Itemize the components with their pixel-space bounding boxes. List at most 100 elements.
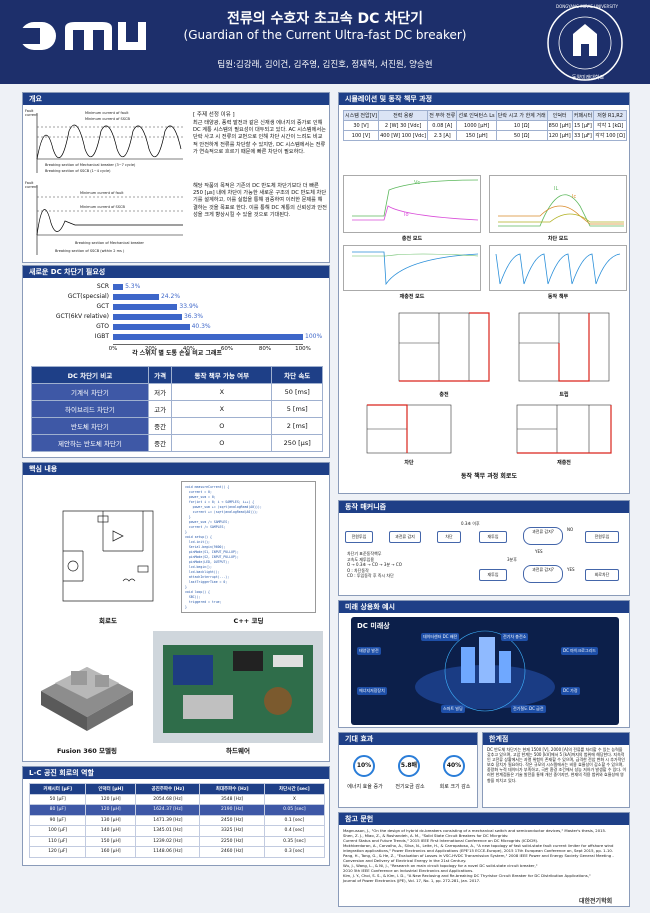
code-line: power_sum /= SAMPLES; xyxy=(185,520,230,524)
bar-xtick-label: 60% xyxy=(220,346,234,352)
lc-cell: 120 [μF] xyxy=(28,846,87,858)
sim-header: 단락 시고 가 한계 거래 xyxy=(495,110,548,121)
circuit-diagram xyxy=(43,481,173,613)
sim-cell: 120 [μH] xyxy=(546,130,573,141)
simulation-heading: 시뮬레이션 및 동작 책무 과정 xyxy=(339,93,629,105)
lc-row: 80 [μF]120 [μH]1624.37 [Hz]2190 [Hz]0.05… xyxy=(28,804,326,816)
sim-cell: 각각 100 [Ω] xyxy=(593,130,627,141)
lc-header: 차단시간 [sec] xyxy=(263,783,326,795)
lc-cell: 0.05 [sec] xyxy=(263,804,326,816)
compare-cell: 5 [ms] xyxy=(271,400,323,418)
graph1-label-min-fault: Minimum current of fault xyxy=(85,111,129,115)
lc-resonance-table: 커패시터 [μF]인덕터 [μH]공진주파수 [Hz]최대주파수 [Hz]차단시… xyxy=(28,783,326,858)
code-line: lcd.init(); xyxy=(185,540,210,544)
flow-legend-5: CO : 투입동작 후 즉시 차단 xyxy=(347,573,394,578)
limit-heading: 한계점 xyxy=(483,733,629,745)
bar-value-label: 33.9% xyxy=(179,303,199,310)
recharge-mode-graph xyxy=(343,245,481,291)
graph1-label-mech: Breaking section of Mechanical breaker (… xyxy=(45,163,136,167)
bar-category-label: SCR xyxy=(96,283,109,290)
sim-header: 전력 용량 xyxy=(378,110,429,121)
lc-header: 커패시터 [μF] xyxy=(28,783,87,795)
lc-row: 50 [μF]120 [μH]2054.68 [Hz]3548 [Hz]X xyxy=(28,793,326,805)
bar-category-label: GTO xyxy=(96,323,109,330)
future-item-label: 데이터센터 DC 배전 xyxy=(421,633,460,641)
flow-reclose-2: 재투입 xyxy=(479,569,507,581)
reference-line: Magnusson, J., "On the design of hybrid … xyxy=(343,828,607,833)
effect-circle-label: 전기요금 감소 xyxy=(395,784,425,790)
lc-cell: 1148.06 [Hz] xyxy=(135,846,201,858)
overview-heading: 개요 xyxy=(23,93,329,105)
subject-reason-label: [ 주제 선정 이유 ] xyxy=(193,112,235,118)
references-section: 참고 문헌 Magnusson, J., "On the design of h… xyxy=(338,812,630,907)
chart-caption: 각 스위치 별 도통 손실 비교 그래프 xyxy=(132,350,222,357)
reference-line: Kim, J. Y., Choi, S. S., & Kim, I. D., "… xyxy=(343,873,591,878)
compare-cell: 반도체 차단기 xyxy=(31,417,149,435)
flow-time-1: 0.3초 이후 xyxy=(461,521,480,526)
future-banner: DC 미래상 xyxy=(357,622,390,630)
sim-cell: 각각 1 [kΩ] xyxy=(593,120,627,131)
sim-cell: 30 [V] xyxy=(342,120,380,131)
team-members: 팀원:김강래, 김이건, 김주영, 김진호, 정재혁, 서진원, 양승현 xyxy=(217,60,433,70)
charge-mode-caption: 충전 모드 xyxy=(401,236,423,242)
society-name: 대한전기학회 xyxy=(579,898,613,905)
lc-cell: 160 [μH] xyxy=(85,846,137,858)
reference-line: Pang, H., Tang, G., & He, Z., "Evaluatio… xyxy=(343,853,614,858)
sim-header: 커패시터 xyxy=(571,110,595,121)
reference-line: 2010 5th IEEE Conference on Industrial E… xyxy=(343,868,474,873)
compare-cell: 250 [μs] xyxy=(271,434,323,452)
bar-xtick-label: 20% xyxy=(144,346,158,352)
future-heading: 미래 상용화 예시 xyxy=(339,601,629,613)
bar-xtick-label: 80% xyxy=(258,346,272,352)
lc-cell: 3548 [Hz] xyxy=(199,793,265,805)
fusion-caption: Fusion 360 모델링 xyxy=(57,747,117,755)
compare-cell: 중간 xyxy=(147,417,173,435)
sim-header: 시스템 전압[V] xyxy=(342,110,380,121)
sim-cell: 1000 [μH] xyxy=(456,120,497,131)
code-line: Serial.begin(9600); xyxy=(185,545,226,549)
reference-list: Magnusson, J., "On the design of hybrid … xyxy=(343,828,627,883)
bar-category-label: GCT(specsial) xyxy=(67,293,109,300)
bar-mark xyxy=(113,324,190,330)
bar-axis xyxy=(113,344,303,345)
code-line: attachInterrupt(...); xyxy=(185,575,230,579)
bar-category-label: IGBT xyxy=(94,333,109,340)
graph1-label-fault: Fault current xyxy=(25,109,38,117)
future-item-label: 전기차 충전소 xyxy=(501,633,529,641)
effect-circle-value: 10% xyxy=(353,755,375,777)
graph2-label-min-sscb: Minimum current of SSCB xyxy=(80,205,125,209)
break-mode-graph: IL Ic xyxy=(489,175,627,233)
lc-row: 110 [μF]150 [μH]1239.02 [Hz]2250 [Hz]0.3… xyxy=(28,835,326,847)
compare-header-speed: 차단 속도 xyxy=(271,366,323,384)
lc-cell: 50 [μF] xyxy=(28,793,87,805)
code-line: SBC(); xyxy=(185,595,201,599)
bar-mark xyxy=(113,334,303,340)
future-item-label: 스마트 빌딩 xyxy=(441,705,465,713)
effect-circle-label: 에너지 효율 증가 xyxy=(347,784,383,790)
overview-paragraph-1: 최근 태양광, 풍력 발전과 같은 신재생 에너지의 증가로 인해 DC 계통 … xyxy=(193,120,326,155)
fault-current-graph-2: Fault current Minimum current of fault M… xyxy=(25,181,185,261)
code-line: current = 0; xyxy=(185,490,212,494)
reference-line: Current Status and Future Trends," 2015 … xyxy=(343,838,539,843)
sim-header: 저항 R1,R2 xyxy=(593,110,627,121)
lc-cell: 0.3 [sec] xyxy=(263,846,326,858)
lc-cell: 130 [μH] xyxy=(85,814,137,826)
flow-yes-2: YES xyxy=(567,567,575,572)
limit-section: 한계점 DC 반도체 차단기는 현재 1500 [V], 2000 [A]의 전… xyxy=(482,732,630,808)
code-line: } xyxy=(185,585,187,589)
flow-power-on-2: 전원투입 xyxy=(585,531,619,543)
sim-cell: 0.08 [A] xyxy=(427,120,458,131)
graph2-label-fault: Fault current xyxy=(25,181,38,189)
lc-cell: 2460 [Hz] xyxy=(199,846,265,858)
bar-value-label: 24.2% xyxy=(160,293,181,300)
graph2-label-mech: Breaking section of Mechanical breaker xyxy=(75,241,144,245)
effect-circle-value: 5.8배 xyxy=(398,755,420,777)
lc-cell: 1345.01 [Hz] xyxy=(135,825,201,837)
cpp-code-block: void measureCurrent() { current = 0; pow… xyxy=(181,481,316,613)
